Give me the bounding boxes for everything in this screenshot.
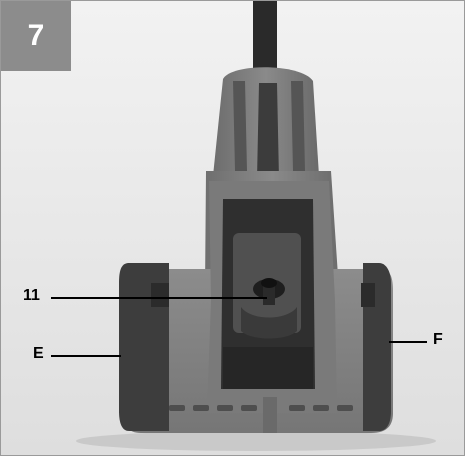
grip-center: [257, 83, 279, 179]
callout-line-F: [389, 341, 427, 343]
wheel-left-clip: [151, 283, 169, 307]
front-lower: [223, 347, 313, 389]
grip-right: [291, 81, 305, 171]
callout-label-E: E: [33, 345, 44, 362]
figure-number: 7: [1, 1, 71, 71]
callout-label-11: 11: [23, 287, 40, 304]
nozzle-tip: [261, 278, 277, 288]
nozzle-base: [241, 307, 297, 339]
center-foot: [263, 397, 277, 433]
wheel-right-clip: [361, 283, 375, 307]
callout-line-E: [51, 355, 121, 357]
vent-slots: [169, 405, 353, 411]
callout-line-11: [51, 297, 267, 299]
grip-left: [233, 81, 247, 171]
floor-shadow: [76, 431, 436, 451]
callout-label-F: F: [433, 331, 443, 348]
nozzle-stem: [263, 283, 275, 305]
